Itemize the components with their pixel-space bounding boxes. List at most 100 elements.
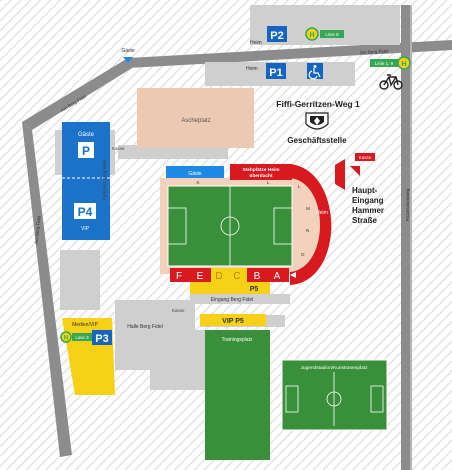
kasse-right-label: Kasse xyxy=(359,155,372,160)
p5-label: P5 xyxy=(250,286,259,293)
block-a xyxy=(267,268,289,282)
arrow-left-icon xyxy=(290,272,296,278)
road-prozessionsweg xyxy=(401,5,410,470)
heim-curve-stand xyxy=(290,164,332,285)
p1-sign-text: P1 xyxy=(269,67,282,79)
main-pitch-box-left xyxy=(167,207,187,245)
jugendstadion-box-left xyxy=(285,385,299,413)
road-am-berg-fidel-left xyxy=(22,122,72,457)
stehplaetze-label-2: überdacht xyxy=(249,173,273,179)
bicycle-icon xyxy=(379,74,403,90)
road-am-berg-fidel-diag xyxy=(22,58,132,130)
jugendstadion-label: Jugendstadion/Kunstrasenplatz xyxy=(301,365,369,371)
heim-top-label: Heim xyxy=(250,40,262,46)
p5-area xyxy=(190,282,270,294)
block-k-label: K xyxy=(196,180,199,185)
wheelchair-icon-body xyxy=(308,68,321,80)
haupt-eingang-line-4: Straße xyxy=(352,216,377,225)
gaeste-arrow-label: Gäste xyxy=(121,48,135,54)
block-b-label: B xyxy=(254,271,261,282)
p3-sign xyxy=(92,330,112,345)
address-label: Fiffi-Gerritzen-Weg 1 xyxy=(276,99,360,109)
curve-o-label: O xyxy=(301,252,305,257)
medien-vip-label: Medien/VIP xyxy=(72,322,99,328)
building-halle-lower xyxy=(150,330,205,390)
p2-sign xyxy=(267,26,287,42)
parking-gaeste-area xyxy=(62,122,110,240)
geschaeftsstelle-label: Geschäftsstelle xyxy=(287,136,347,145)
bus-stop-icon-text-1-9: H xyxy=(401,61,406,68)
vip-p5-area xyxy=(200,314,266,326)
jugendstadion-center xyxy=(326,391,342,407)
vip-parking-label: VIP xyxy=(81,226,90,232)
gaeste-block-label: Gäste xyxy=(188,171,202,177)
ascheplatz xyxy=(137,88,254,148)
roads xyxy=(22,5,452,470)
curve-l-label: L xyxy=(298,184,301,189)
road-prozessionsweg-line xyxy=(410,5,412,470)
block-f xyxy=(170,268,189,282)
linie-1-9-badge xyxy=(370,59,398,67)
main-pitch-box-right xyxy=(273,207,293,245)
halle-berg-fidel-label: Halle Berg Fidel xyxy=(127,324,163,330)
road-label-am-berg-fidel-top: Am Berg Fidel xyxy=(360,49,389,55)
bus-stop-icon-text-8: H xyxy=(309,32,314,39)
building-mid-left xyxy=(60,250,100,310)
bus-stop-icon xyxy=(60,331,72,343)
gaeste-block xyxy=(166,166,224,178)
block-c xyxy=(227,268,247,282)
ascheplatz-label: Ascheplatz xyxy=(181,118,210,124)
kasse-left-label: Kasse xyxy=(112,146,125,151)
vip-p5-label: VIP P5 xyxy=(222,318,244,325)
stehplaetze-block xyxy=(230,164,292,180)
block-f-label: F xyxy=(176,271,182,282)
p3-sign-text: P3 xyxy=(95,333,108,345)
block-d-label: D xyxy=(215,271,222,282)
block-a-label: A xyxy=(274,271,281,282)
building-kasse-strip xyxy=(118,145,228,159)
heim-p1-label: Heim xyxy=(246,66,258,72)
p4-sign-text: P4 xyxy=(78,205,93,219)
linie-1-9-label: Linie 1, 9 xyxy=(375,61,394,66)
linie-3-label: Linie 3 xyxy=(75,335,89,340)
p4-sign xyxy=(74,203,96,219)
road-label-prozessionsweg: Prozessionsweg xyxy=(405,188,410,221)
trainingsplatz-label: Trainingsplatz xyxy=(222,337,253,343)
p-sign-text: P xyxy=(82,144,90,158)
p-sign xyxy=(78,142,94,158)
haupt-eingang-line-3: Hammer xyxy=(352,206,384,215)
bus-stop-icon-text-3: H xyxy=(64,336,68,342)
bus-stop-icon-linie-8 xyxy=(305,27,319,41)
gaeste-parking-label: Gäste xyxy=(78,132,95,138)
road-label-am-berg-fidel-left: Am Berg Fidel xyxy=(34,215,42,244)
block-e xyxy=(189,268,211,282)
block-l-top-label: L xyxy=(267,180,270,185)
linie-8-badge xyxy=(320,30,344,38)
heim-stand-label: Heim xyxy=(316,210,328,216)
block-d xyxy=(211,268,227,282)
stehplaetze-label-1: Stehplätze Heim xyxy=(242,167,279,173)
jugendstadion-box-right xyxy=(370,385,384,413)
linie-8-label: Linie 8 xyxy=(325,32,339,37)
block-e-label: E xyxy=(197,271,204,282)
eingang-berg-fidel-bar xyxy=(190,294,290,304)
club-crest-icon xyxy=(305,112,329,130)
p1-sign xyxy=(266,63,286,79)
main-pitch-center-circle xyxy=(220,216,240,236)
haupteingang-arrow xyxy=(350,166,360,176)
haupt-eingang-line-1: Haupt- xyxy=(352,186,378,195)
block-c-label: C xyxy=(233,271,240,282)
curve-m-label: M xyxy=(306,206,310,211)
eingang-berg-fidel-label: Eingang Berg Fidel xyxy=(211,297,254,303)
road-am-berg-fidel-top xyxy=(128,40,452,68)
block-b xyxy=(247,268,267,282)
kasse-bottom-label: Kasse xyxy=(172,308,185,313)
wheelchair-icon-head xyxy=(313,65,317,68)
p2-sign-text: P2 xyxy=(270,30,283,42)
arrow-down-icon xyxy=(123,57,133,63)
curve-n-label: N xyxy=(306,228,309,233)
kasse-right-badge xyxy=(355,153,375,161)
haupt-eingang-line-2: Eingang xyxy=(352,196,384,205)
bus-stop-icon-linie-1-9 xyxy=(397,56,411,70)
